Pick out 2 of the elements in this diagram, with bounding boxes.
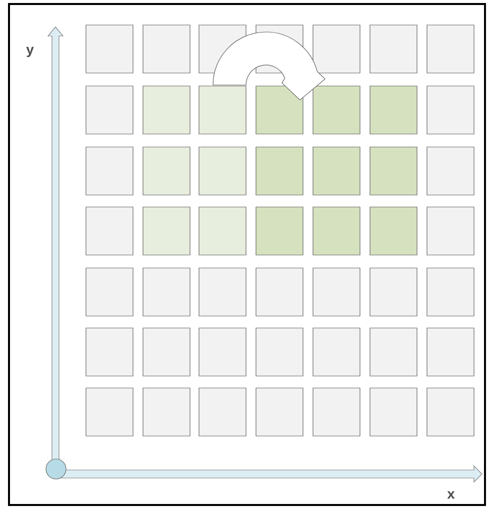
axis-label: x: [447, 491, 455, 499]
axis-label: y: [26, 46, 34, 58]
